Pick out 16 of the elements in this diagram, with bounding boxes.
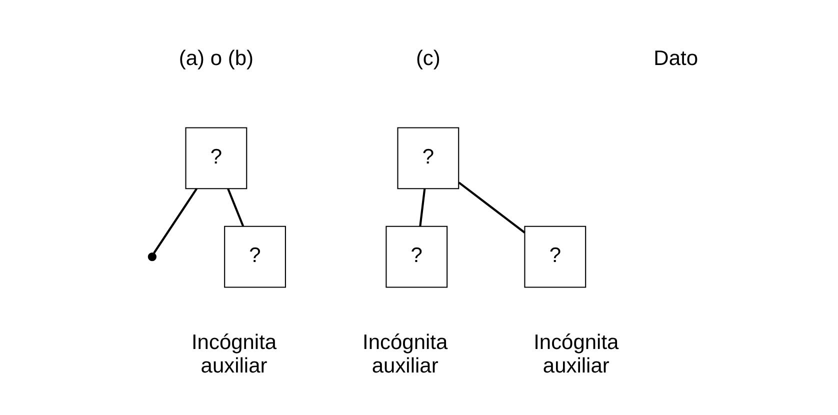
connector: [458, 182, 526, 234]
connector: [153, 188, 198, 254]
node-label: Incógnita auxiliar: [534, 331, 619, 378]
connector: [227, 188, 244, 227]
connector: [419, 188, 426, 226]
node-box: ?: [386, 226, 448, 288]
node-box: ?: [185, 127, 248, 190]
node-box: ?: [524, 226, 586, 288]
node-label: Incógnita auxiliar: [362, 331, 448, 378]
node-box: ?: [224, 226, 286, 288]
label: (c): [416, 46, 440, 70]
node-box: ?: [397, 127, 460, 190]
node-label: Incógnita auxiliar: [191, 331, 277, 378]
node-circle: [148, 252, 156, 262]
label: Dato: [654, 46, 698, 70]
label: (a) o (b): [178, 46, 254, 70]
